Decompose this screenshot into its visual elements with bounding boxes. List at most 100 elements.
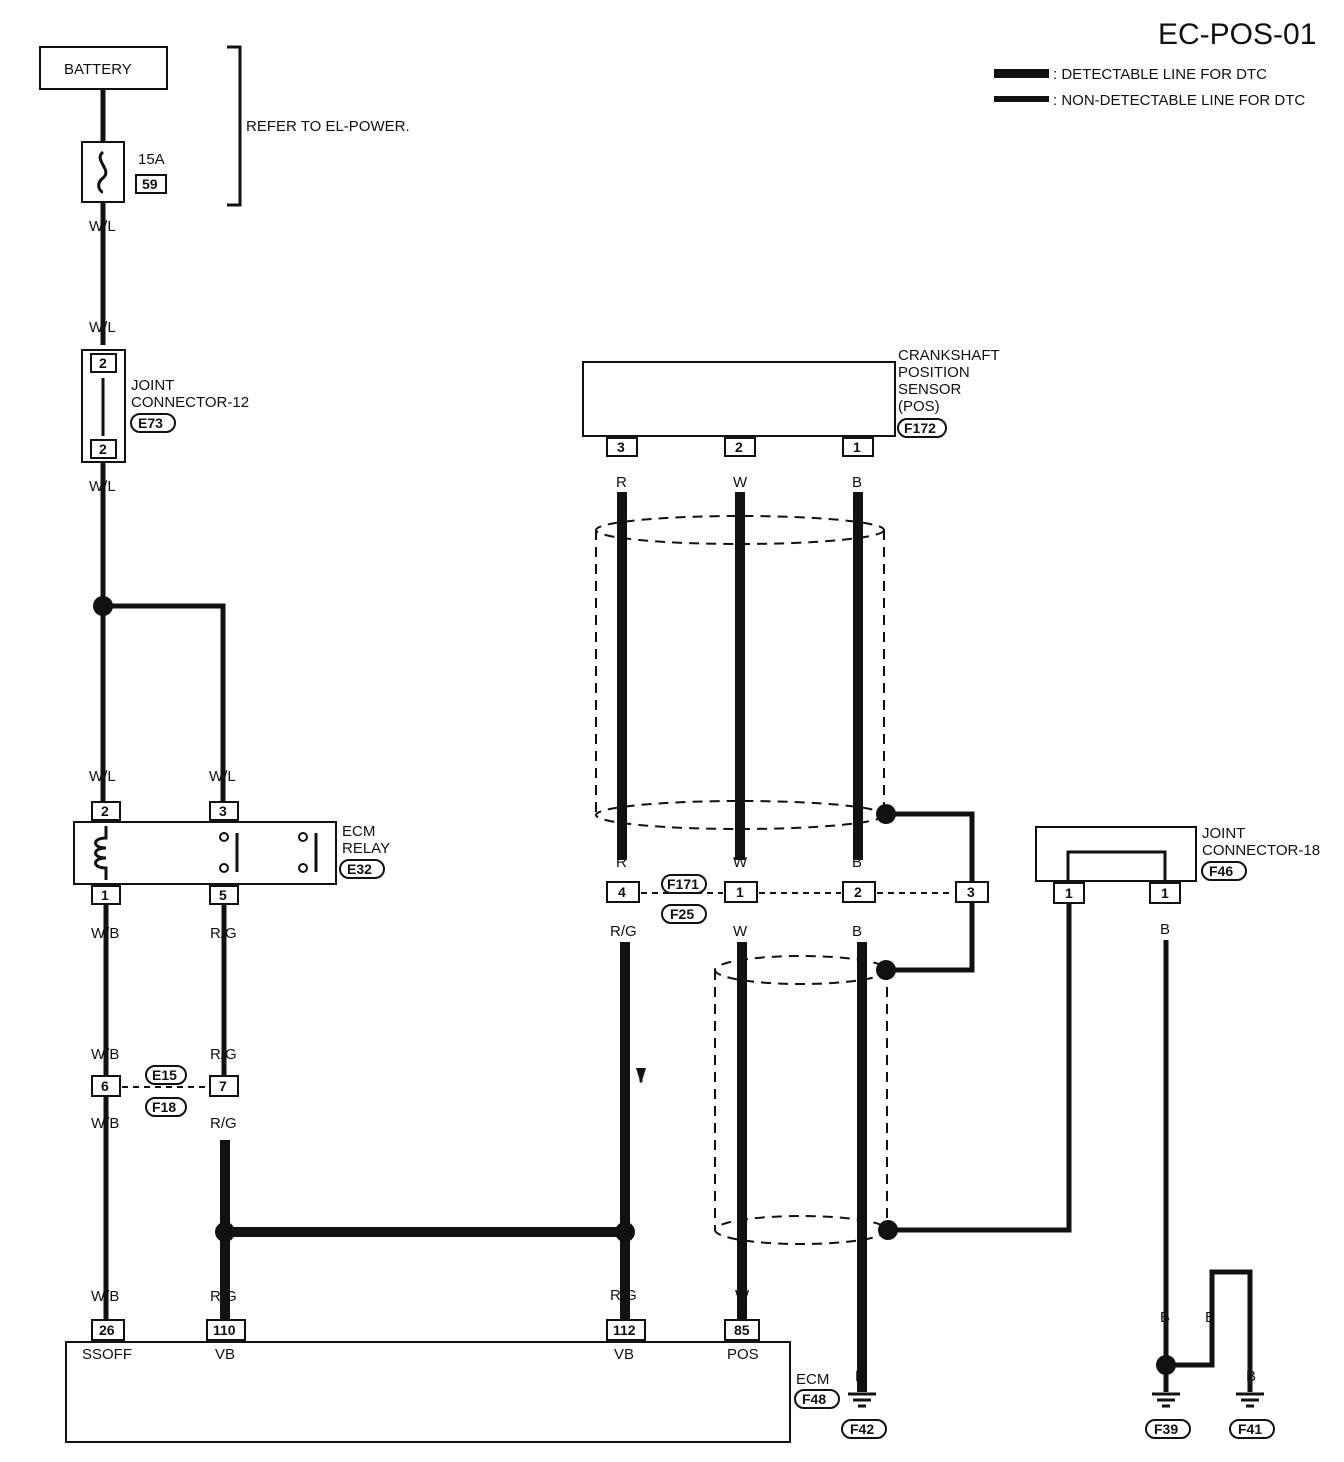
ecm-pin-110-label: 110 <box>213 1322 236 1338</box>
joint18-code: F46 <box>1209 863 1233 879</box>
harness-f171-pin-1 <box>724 881 758 903</box>
ground-f39-label: F39 <box>1154 1421 1178 1437</box>
harness-e15-bottom-badge <box>145 1097 187 1117</box>
wire-ground-f41 <box>1166 1269 1253 1392</box>
ground-f41-label: F41 <box>1238 1421 1262 1437</box>
ground-f42-label: F42 <box>850 1421 874 1437</box>
wire-label-w-4: W <box>735 1287 750 1304</box>
fuse-number-box <box>135 174 167 194</box>
joint18-pin-1b-label: 1 <box>1161 885 1169 901</box>
ecm-code-badge <box>794 1389 840 1409</box>
joint12-code: E73 <box>138 415 163 431</box>
relay-pin-1-label: 1 <box>101 887 109 903</box>
ecm-pin-26-label: 26 <box>99 1322 115 1338</box>
wire-label-b-6: B <box>1160 1309 1170 1326</box>
harness-e15-top: E15 <box>152 1067 177 1083</box>
ecm-terminal-vb-1: VB <box>215 1346 235 1363</box>
relay-contact-right-bottom <box>298 863 308 873</box>
joint12-name-line1: JOINT <box>131 377 174 394</box>
ecm-terminal-pos: POS <box>727 1346 759 1363</box>
joint12-code-badge <box>130 413 176 433</box>
relay-pin-2-label: 2 <box>101 803 109 819</box>
relay-contact-right-top <box>298 832 308 842</box>
wire-label-rg-2: R/G <box>210 1046 237 1063</box>
relay-contact-bottom <box>219 863 229 873</box>
sensor-pin-1 <box>842 437 874 457</box>
legend-detectable-text: : DETECTABLE LINE FOR DTC <box>1053 66 1267 83</box>
joint12-pin-top-label: 2 <box>99 355 107 371</box>
wire-label-b-1: B <box>852 474 862 491</box>
harness-e15-top-badge <box>145 1065 187 1085</box>
sensor-pin-3-label: 3 <box>617 439 625 455</box>
sensor-name-line4: (POS) <box>898 398 940 415</box>
ground-f42-badge <box>841 1419 887 1439</box>
ground-f42-icon <box>848 1392 876 1408</box>
joint18-code-badge <box>1201 861 1247 881</box>
harness-f171-pin-4 <box>606 881 640 903</box>
ground-f39-badge <box>1145 1419 1191 1439</box>
ecm-pin-85 <box>724 1319 760 1341</box>
wire-label-b-8: B <box>1246 1368 1256 1385</box>
joint-connector-18-link <box>1066 850 1167 881</box>
battery-label: BATTERY <box>64 61 132 78</box>
wire-label-rg-4: R/G <box>210 1288 237 1305</box>
joint18-name-line1: JOINT <box>1202 825 1245 842</box>
wire-label-wl-5: W/L <box>209 768 236 785</box>
fuse-symbol-icon <box>97 150 108 194</box>
joint12-pin-top <box>90 353 117 373</box>
harness-f171-pin-2-label: 2 <box>854 884 862 900</box>
sensor-pin-3 <box>606 437 638 457</box>
ground-f41-badge <box>1229 1419 1275 1439</box>
harness-e15-bottom: F18 <box>152 1099 176 1115</box>
relay-name-line1: ECM <box>342 823 375 840</box>
harness-f171-pin-3-label: 3 <box>967 884 975 900</box>
ecm-terminal-vb-2: VB <box>614 1346 634 1363</box>
wire-label-w-2: W <box>733 854 748 871</box>
wire-label-wl-2: W/L <box>89 319 116 336</box>
wire-label-rg-3: R/G <box>210 1115 237 1132</box>
ecm-pin-110 <box>206 1319 246 1341</box>
wire-shield-drain-mid <box>886 902 975 973</box>
sensor-name-line3: SENSOR <box>898 381 962 398</box>
wire-label-b-7: B <box>1205 1309 1215 1326</box>
sensor-pin-2 <box>724 437 756 457</box>
harness-f171-top-badge <box>661 874 707 894</box>
relay-contact-top <box>219 832 229 842</box>
ecm-pin-85-label: 85 <box>734 1322 750 1338</box>
ground-f41-icon <box>1236 1392 1264 1408</box>
ecm-terminal-ssoff: SSOFF <box>82 1346 132 1363</box>
sensor-name-line1: CRANKSHAFT <box>898 347 1000 364</box>
legend-non-detectable-text: : NON-DETECTABLE LINE FOR DTC <box>1053 92 1305 109</box>
ground-f39-icon <box>1152 1392 1180 1408</box>
wire-shield-drain-joint18 <box>888 904 1072 1233</box>
ecm-body <box>65 1341 791 1443</box>
sensor-name-line2: POSITION <box>898 364 970 381</box>
harness-f171-pin-1-label: 1 <box>736 884 744 900</box>
harness-f171-pin-4-label: 4 <box>618 884 626 900</box>
joint18-pin-1a <box>1053 882 1085 904</box>
refer-bracket <box>227 45 242 207</box>
legend-thick-line <box>994 69 1049 78</box>
fuse-rating: 15A <box>138 151 165 168</box>
sensor-code: F172 <box>904 420 936 436</box>
ecm-label: ECM <box>796 1371 829 1388</box>
wire-label-rg-5: R/G <box>610 923 637 940</box>
harness-e15-pin-7-label: 7 <box>219 1078 227 1094</box>
relay-name-line2: RELAY <box>342 840 390 857</box>
relay-pin-3 <box>209 801 239 821</box>
legend-thin-line <box>994 96 1049 102</box>
ecm-pin-112 <box>606 1319 646 1341</box>
wire-shield-drain-upper <box>886 811 975 882</box>
refer-note: REFER TO EL-POWER. <box>246 118 410 135</box>
joint18-name-line2: CONNECTOR-18 <box>1202 842 1320 859</box>
harness-f171-pin-2 <box>842 881 876 903</box>
relay-pin-3-label: 3 <box>219 803 227 819</box>
wire-label-wb-2: W/B <box>91 1046 119 1063</box>
harness-e15-pin-7 <box>209 1075 239 1097</box>
joint12-name-line2: CONNECTOR-12 <box>131 394 249 411</box>
wire-label-b-5: B <box>1160 921 1170 938</box>
wire-splice-relay-pin3 <box>103 603 226 803</box>
sensor-pin-2-label: 2 <box>735 439 743 455</box>
crankshaft-sensor-body <box>582 361 896 437</box>
